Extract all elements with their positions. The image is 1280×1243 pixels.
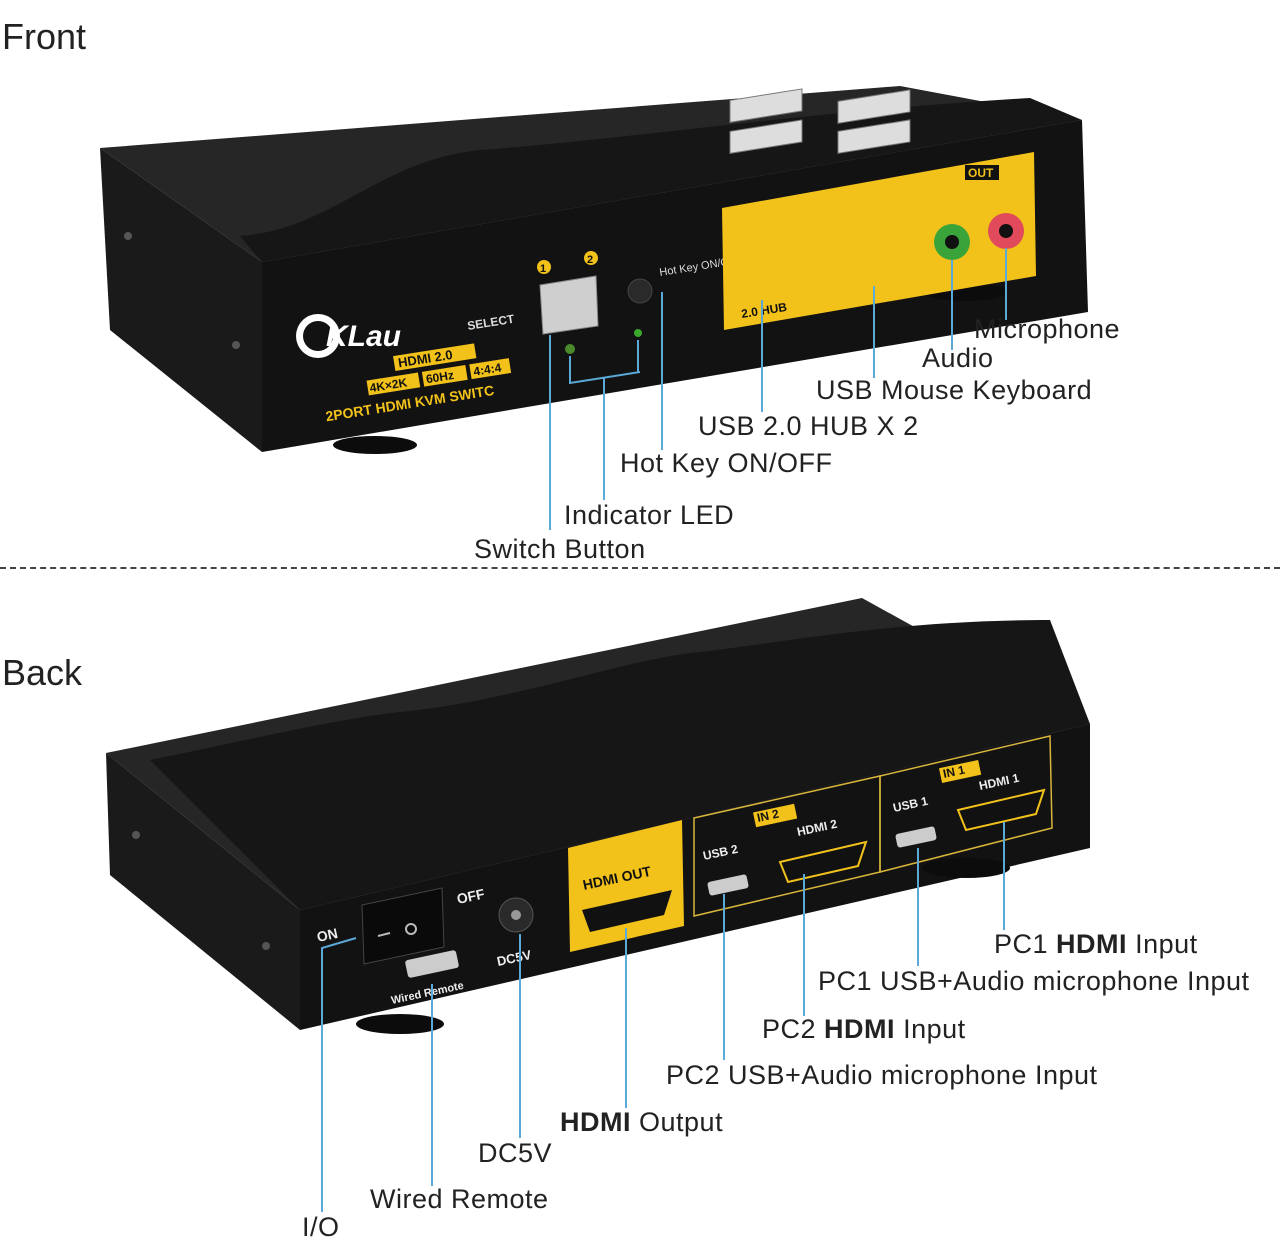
back-left-side [106, 753, 300, 1030]
badge-4k: 4K×2K [369, 375, 409, 395]
port-1-number: 1 [540, 263, 546, 275]
rubber-foot [333, 436, 417, 454]
label-switch-button: Switch Button [474, 534, 646, 564]
in1-badge [938, 759, 982, 783]
hotkey-led-icon [634, 329, 642, 337]
front-left-side [100, 148, 262, 452]
back-lid-recess [150, 620, 1090, 910]
label-pc2-hdmi-suffix: Input [903, 1014, 966, 1044]
hdmi-out-port-icon [582, 890, 672, 932]
label-pc1-hdmi: PC1 HDMI Input [994, 929, 1198, 960]
label-pc1-usb: PC1 USB+Audio microphone Input [818, 966, 1250, 996]
rubber-foot [922, 858, 1010, 878]
back-leader-lines [321, 822, 1005, 1212]
out-text: OUT [968, 166, 994, 180]
indicator-led-icon [565, 344, 575, 354]
dc5v-text: DC5V [496, 947, 533, 969]
usb-port-icon [729, 88, 803, 123]
badge-60hz: 60Hz [425, 368, 455, 386]
in1-text: IN 1 [942, 763, 967, 781]
wired-remote-port-icon [405, 950, 459, 978]
usb1-port-icon [895, 826, 937, 848]
label-pc2-hdmi-bold: HDMI [824, 1014, 896, 1044]
hdmi1-port-icon [956, 788, 1046, 832]
label-dc5v: DC5V [478, 1138, 553, 1168]
section-divider [0, 567, 1280, 569]
label-pc1-hdmi-prefix: PC1 [994, 929, 1049, 959]
hdmi2-port-icon [778, 840, 868, 884]
back-device: ON OFF Wired Remote DC5V HDMI OUT IN 2 U… [106, 598, 1090, 1034]
port-2-marker [584, 251, 598, 265]
badge-444: 4:4:4 [472, 360, 502, 378]
port-2-number: 2 [587, 254, 593, 266]
hotkey-button[interactable] [627, 278, 653, 304]
label-hdmi-output: HDMI Output [560, 1107, 723, 1138]
screw-icon [262, 942, 270, 950]
label-indicator-led: Indicator LED [564, 500, 735, 530]
select-button[interactable] [539, 275, 599, 335]
label-wired-remote: Wired Remote [370, 1184, 549, 1214]
port-1-marker [537, 260, 551, 274]
usb-port-icon [837, 89, 911, 124]
off-text: OFF [455, 885, 486, 907]
usb-port-icon [729, 119, 803, 154]
label-io: I/O [302, 1212, 340, 1242]
front-section-title: Front [2, 16, 87, 57]
front-leader-lines [549, 248, 1007, 530]
in2-text: IN 2 [756, 807, 781, 825]
label-hdmi-output-suffix: Output [639, 1107, 724, 1137]
label-pc2-usb: PC2 USB+Audio microphone Input [666, 1060, 1098, 1090]
usb2-port-icon [707, 874, 749, 896]
label-microphone: Microphone [974, 314, 1121, 344]
label-usb-mouse-keyboard: USB Mouse Keyboard [816, 375, 1093, 405]
screw-icon [232, 341, 240, 349]
in2-badge [753, 803, 798, 828]
usb-audio-panel [722, 152, 1036, 330]
label-usb-hub: USB 2.0 HUB X 2 [698, 411, 919, 441]
label-hdmi-output-bold: HDMI [560, 1107, 631, 1137]
screw-icon [132, 831, 140, 839]
back-section-title: Back [2, 652, 83, 693]
brand-logo-text: KLau [326, 320, 401, 353]
power-switch[interactable] [361, 887, 445, 965]
label-pc1-hdmi-bold: HDMI [1056, 929, 1128, 959]
power-off-icon [405, 923, 417, 935]
front-device: KLau HDMI 2.0 4K×2K 60Hz 4:4:4 2PORT HDM… [100, 86, 1088, 454]
usb-port-icon [837, 119, 911, 154]
power-on-icon [377, 932, 391, 937]
screw-icon [124, 232, 132, 240]
label-pc1-hdmi-suffix: Input [1135, 929, 1198, 959]
out-badge [965, 165, 999, 180]
label-pc2-hdmi: PC2 HDMI Input [762, 1014, 966, 1045]
rubber-foot [356, 1014, 444, 1034]
on-text: ON [315, 925, 339, 945]
label-audio: Audio [922, 343, 994, 373]
back-panel [300, 724, 1090, 1030]
label-hot-key: Hot Key ON/OFF [620, 448, 833, 478]
label-pc2-hdmi-prefix: PC2 [762, 1014, 817, 1044]
in1-group-frame [879, 735, 1053, 873]
